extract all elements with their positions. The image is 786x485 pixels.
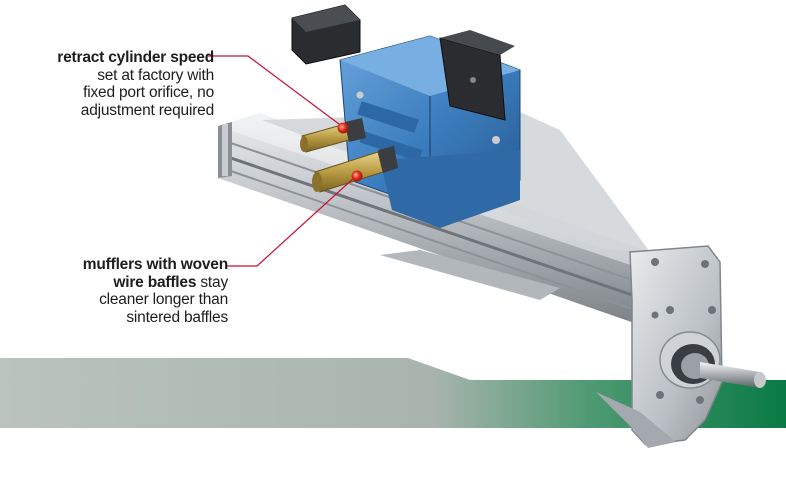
callout-muffler-text-3: cleaner longer than: [99, 291, 228, 308]
solenoid-coils: [291, 4, 515, 121]
muffler-upper: [300, 118, 366, 153]
callout-speed-text-2: fixed port orifice, no: [83, 84, 214, 101]
port-marker-lower-icon: [351, 170, 363, 182]
callout-muffler-title-2-rest: stay: [196, 273, 228, 291]
callout-speed-text-3: adjustment required: [80, 101, 214, 119]
callout-muffler-title-2-row: wire baffles stay: [83, 274, 228, 292]
callout-leader-speed: [208, 55, 344, 128]
callout-muffler-title-2: wire baffles: [113, 273, 197, 291]
port-marker-upper-icon: [337, 122, 349, 134]
callout-muffler-text-4: sintered baffles: [126, 308, 228, 326]
muffler-lower: [312, 146, 398, 193]
callout-speed-text-1: set at factory with: [97, 66, 214, 84]
piston-rod: [700, 362, 766, 388]
callout-speed-title: retract cylinder speed: [57, 49, 214, 66]
callout-muffler-title-1: mufflers with woven: [82, 256, 228, 273]
callout-retract-speed: retract cylinder speed set at factory wi…: [57, 49, 214, 119]
callout-mufflers: mufflers with woven wire baffles stay cl…: [83, 256, 228, 326]
background-band: [0, 358, 786, 428]
callout-leader-muffler: [227, 175, 357, 267]
